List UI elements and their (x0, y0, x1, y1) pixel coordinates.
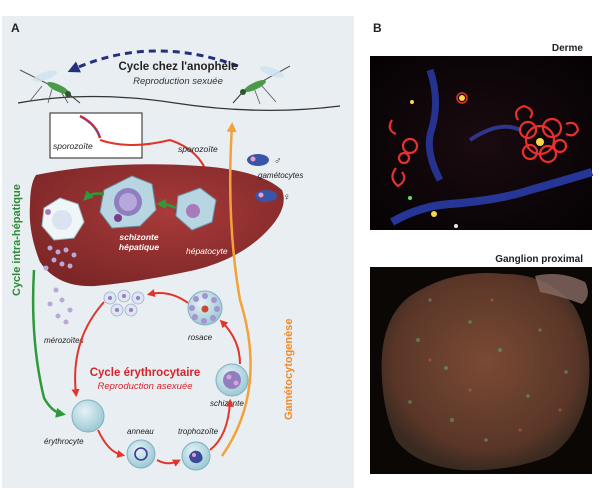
erythrocyte-to-ring-arrow (97, 429, 126, 458)
trophozoite-nucleus (192, 453, 196, 457)
panel-b-letter: B (373, 21, 382, 35)
sporozoite-box-label: sporozoïte (53, 141, 93, 151)
schizont-to-rosette-arrow (219, 319, 241, 365)
gametocyte-male-nucleus (250, 156, 256, 162)
gametocytogenesis-arrow (220, 122, 252, 457)
trophozoite-to-schizont-arrow (209, 398, 234, 451)
derme-image-label: Derme (552, 43, 584, 54)
rosette-merozoites (189, 293, 220, 324)
mosquito-right-icon (232, 65, 291, 105)
gametocytogenesis-label: Gamétocytogenèse (283, 319, 295, 420)
mosquito-cycle-title: Cycle chez l'anophèle (118, 61, 237, 73)
hepatocyte-label: hépatocyte (186, 246, 228, 256)
sporozoite-path (99, 139, 171, 146)
blood-schizont-nucleus-2 (233, 380, 239, 386)
gametocyte-female (255, 190, 277, 202)
rosette-pigment (201, 305, 209, 313)
merozoites-label: mérozoïtes (44, 336, 84, 345)
trophozoite-label: trophozoïte (178, 427, 219, 436)
ring-stage-cell (126, 439, 156, 469)
merozoites-to-erythrocyte-arrow (71, 301, 105, 398)
hepatic-schizont-nucleus (114, 214, 122, 222)
hepatocyte-nucleus (186, 204, 200, 218)
erythrocyte-label: érythrocyte (44, 437, 84, 446)
blood-schizont-nucleus-1 (226, 374, 232, 380)
female-symbol: ♀ (283, 192, 291, 203)
hepatic-schizont-label-2: hépatique (119, 242, 159, 252)
gametocytes-label: gamétocytes (258, 171, 303, 180)
derme-fluorescence-image (370, 56, 594, 230)
ganglion-fluorescence-image (370, 267, 592, 474)
trophozoite-parasite (189, 450, 203, 464)
blood-schizont-label: schizonte (210, 399, 244, 408)
ring-stage-parasite (134, 447, 148, 461)
erythrocytic-cycle-title: Cycle érythrocytaire (90, 367, 201, 379)
mosquito-cycle-subtitle: Reproduction sexuée (133, 76, 223, 87)
blood-schizont-body (223, 371, 241, 389)
sporozoite-inset-box (49, 112, 143, 159)
intra-hepatic-cycle-label: Cycle intra-hépatique (11, 184, 23, 296)
released-merozoites-cycle (103, 289, 145, 317)
erythrocytic-cycle-subtitle: Reproduction asexuée (97, 381, 192, 392)
hepatic-schizont-core (119, 193, 137, 211)
schizont-to-rupture-arrow (83, 190, 105, 201)
rosette-to-merozoites-arrow (146, 289, 189, 304)
mosquito-left-icon (19, 69, 81, 104)
skin-surface-line (17, 95, 341, 111)
hepatic-schizont-label-1: schizonte (119, 232, 158, 242)
ring-label: anneau (127, 427, 154, 436)
panel-a-letter: A (11, 21, 20, 35)
hepatocyte-to-schizont-arrow (156, 199, 177, 210)
erythrocyte-cell (71, 399, 105, 433)
merozoites-dots (47, 287, 73, 325)
ganglion-image-label: Ganglion proximal (495, 254, 583, 265)
sporozoite-label: sporozoïte (178, 144, 218, 154)
sporozoite-inset-vessel (81, 117, 100, 137)
ruptured-schizont-body (52, 210, 72, 230)
male-symbol: ♂ (274, 156, 282, 167)
hepatic-release-arrow (31, 269, 66, 418)
rosette-label: rosace (188, 333, 213, 342)
released-merozoites-cluster (43, 245, 77, 271)
ruptured-schizont-nucleus (45, 209, 51, 215)
gametocyte-female-nucleus (258, 192, 264, 198)
ring-to-trophozoite-arrow (156, 459, 181, 467)
gametocyte-male (247, 154, 269, 166)
mosquito-cycle-arrow (67, 49, 239, 73)
